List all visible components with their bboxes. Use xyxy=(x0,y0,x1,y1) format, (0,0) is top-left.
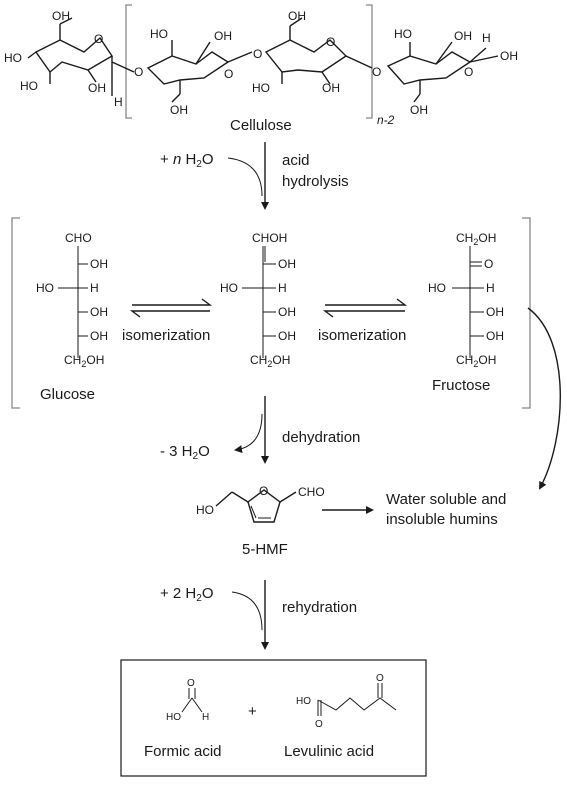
unit4-ring-o: O xyxy=(464,65,473,79)
humins-line1: Water soluble and xyxy=(386,491,506,508)
enediol-structure: CHOH OH HO H OH OH CH2OH xyxy=(220,231,296,369)
unit1-ho-left: HO xyxy=(4,51,22,65)
fructose-c5-oh: OH xyxy=(486,329,504,343)
glucose-c3-ho: HO xyxy=(36,281,54,295)
glucose-unit-4: HO OH O H OH OH xyxy=(386,27,518,117)
link-o-2: O xyxy=(253,47,262,61)
unit4-h: H xyxy=(482,31,491,45)
unit3-oh-bottom: OH xyxy=(322,81,340,95)
fructose-c2-o: O xyxy=(484,257,493,271)
formic-o: O xyxy=(187,678,195,689)
glucose-c2-oh: OH xyxy=(90,257,108,271)
hydrolysis-step: + n H2O acid hydrolysis xyxy=(160,142,349,210)
dehydration-step: - 3 H2O dehydration xyxy=(160,396,360,464)
unit1-oh-bottom: OH xyxy=(88,81,106,95)
glucose-unit-1: OH O HO HO OH H xyxy=(4,9,135,109)
unit1-ring-o: O xyxy=(94,32,103,46)
dehydration-reagent: - 3 H2O xyxy=(160,443,210,462)
glucose-structure: CHO OH HO H OH OH CH2OH Glucose xyxy=(36,231,108,403)
dehydration-label: dehydration xyxy=(282,429,360,446)
enediol-c6: CH2OH xyxy=(250,353,290,369)
formic-acid-structure: O HO H Formic acid xyxy=(144,678,222,760)
hydrolysis-label-line2: hydrolysis xyxy=(282,173,349,190)
glucose-c1: CHO xyxy=(65,231,92,245)
glucose-c3-h: H xyxy=(90,281,99,295)
fructose-c1: CH2OH xyxy=(456,231,496,247)
isomerization-left-label: isomerization xyxy=(122,327,210,344)
cellulose-structure: n-2 OH O HO HO OH H O HO xyxy=(4,4,518,134)
unit1-h: H xyxy=(114,95,123,109)
humins-line2: insoluble humins xyxy=(386,511,498,528)
glucose-label: Glucose xyxy=(40,386,95,403)
fructose-c4-oh: OH xyxy=(486,305,504,319)
link-o-3: O xyxy=(372,65,381,79)
isomerization-right-label: isomerization xyxy=(318,327,406,344)
fructose-c3-h: H xyxy=(486,281,495,295)
products-box: O HO H Formic acid + HO O O Levulinic ac… xyxy=(120,659,427,777)
unit1-oh-top: OH xyxy=(52,9,70,23)
enediol-c3-ho: HO xyxy=(220,281,238,295)
equilibrium-left: isomerization xyxy=(122,298,213,344)
unit3-oh-top: OH xyxy=(288,9,306,23)
formic-h: H xyxy=(202,712,209,723)
enediol-c3-h: H xyxy=(278,281,287,295)
hmf-ho: HO xyxy=(196,503,214,517)
formic-ho: HO xyxy=(166,712,181,723)
unit2-oh-top: OH xyxy=(214,29,232,43)
enediol-c5-oh: OH xyxy=(278,329,296,343)
unit4-oh-top: OH xyxy=(454,29,472,43)
cellulose-label: Cellulose xyxy=(230,117,292,134)
unit3-ho-bottom: HO xyxy=(252,81,270,95)
hydrolysis-reagent: + n H2O xyxy=(160,151,214,170)
water-in-curve xyxy=(227,157,263,197)
equilibrium-right: isomerization xyxy=(318,298,408,344)
water-in-curve-2 xyxy=(231,591,263,631)
fructose-c6: CH2OH xyxy=(456,353,496,369)
enediol-c2-oh: OH xyxy=(278,257,296,271)
levulinic-o-ketone: O xyxy=(376,673,384,684)
unit4-oh-right: OH xyxy=(500,49,518,63)
sugars-bracket-left xyxy=(11,217,20,409)
enediol-c1: CHOH xyxy=(252,231,287,245)
fructose-c3-ho: HO xyxy=(428,281,446,295)
glucose-unit-2: HO OH O OH xyxy=(146,27,253,117)
levulinic-acid-label: Levulinic acid xyxy=(284,743,374,760)
rehydration-label: rehydration xyxy=(282,599,357,616)
unit4-ho-top: HO xyxy=(394,27,412,41)
rehydration-step: + 2 H2O rehydration xyxy=(160,580,357,650)
glucose-c4-oh: OH xyxy=(90,305,108,319)
water-out-curve xyxy=(234,413,263,454)
unit4-oh-bottom: OH xyxy=(410,103,428,117)
hmf-structure: O HO CHO 5-HMF xyxy=(196,484,325,558)
unit2-ring-o: O xyxy=(224,67,233,81)
products-plus: + xyxy=(248,703,257,720)
glucose-unit-3: OH O HO OH xyxy=(252,9,373,95)
hydrolysis-label-line1: acid xyxy=(282,152,310,169)
rehydration-reagent: + 2 H2O xyxy=(160,585,214,604)
fructose-structure: CH2OH O HO H OH OH CH2OH Fructose xyxy=(428,231,504,394)
enediol-c4-oh: OH xyxy=(278,305,296,319)
glucose-c6: CH2OH xyxy=(64,353,104,369)
fructose-label: Fructose xyxy=(432,377,490,394)
repeat-bracket-right xyxy=(366,4,373,119)
unit2-oh-bottom: OH xyxy=(170,103,188,117)
unit2-ho-top: HO xyxy=(150,27,168,41)
levulinic-ho: HO xyxy=(296,696,311,707)
formic-acid-label: Formic acid xyxy=(144,743,222,760)
unit3-ring-o: O xyxy=(326,35,335,49)
humins-formation-arrow xyxy=(527,307,561,490)
glucose-c5-oh: OH xyxy=(90,329,108,343)
repeat-bracket-left xyxy=(125,4,132,119)
levulinic-o-acid: O xyxy=(315,719,323,730)
unit1-ho-bottom: HO xyxy=(20,79,38,93)
hmf-ring-o: O xyxy=(259,484,268,498)
hmf-cho: CHO xyxy=(298,485,325,499)
hmf-label: 5-HMF xyxy=(242,541,288,558)
repeat-count: n-2 xyxy=(377,113,395,127)
link-o-1: O xyxy=(134,65,143,79)
sugars-bracket-right xyxy=(522,217,531,409)
levulinic-acid-structure: HO O O Levulinic acid xyxy=(284,673,397,760)
